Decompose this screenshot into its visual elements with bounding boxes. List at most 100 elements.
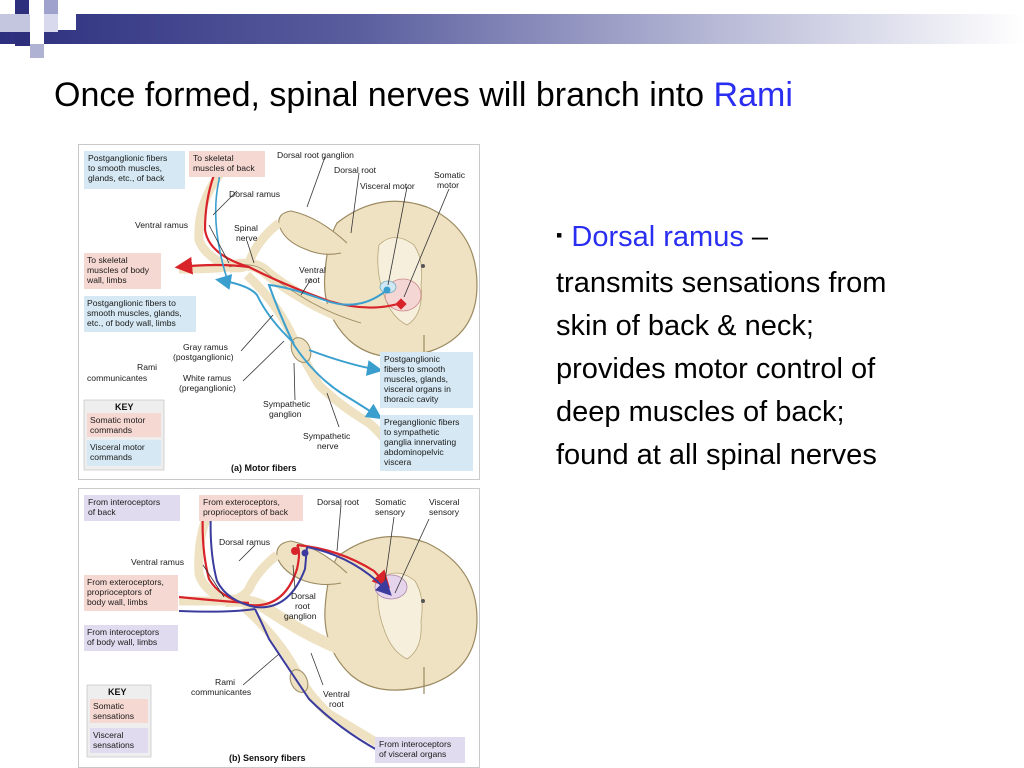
diagram-label: proprioceptors of back: [203, 507, 289, 517]
header-square-decoration: [15, 0, 29, 14]
diagram-label: fibers to smooth: [384, 364, 445, 374]
diagram-label: From exteroceptors,: [203, 497, 280, 507]
diagram-label: etc., of body wall, limbs: [87, 318, 176, 328]
diagram-label: muscles of back: [193, 163, 255, 173]
diagram-label: thoracic cavity: [384, 394, 439, 404]
diagram-label: Visceral: [93, 730, 124, 740]
bullet-marker: ▪: [556, 225, 563, 245]
label-visceral-sensory: sensory: [429, 507, 460, 517]
diagram-label: From interoceptors: [379, 739, 451, 749]
label-rami-communicantes: communicantes: [191, 687, 251, 697]
title-accent-text: Rami: [713, 76, 793, 114]
label-ventral-root: root: [329, 699, 344, 709]
diagram-label: muscles, glands,: [384, 374, 448, 384]
label-ventral-root: Ventral: [323, 689, 350, 699]
diagram-label: Somatic: [93, 701, 125, 711]
box-interoceptors-visceral: From interoceptors of visceral organs: [375, 737, 465, 763]
label-gray-ramus: Gray ramus: [183, 342, 228, 352]
label-leader-lines: [202, 504, 430, 686]
header-square-decoration: [15, 32, 30, 46]
title-main-text: Once formed, spinal nerves will branch i…: [54, 76, 705, 114]
label-ventral-root: root: [305, 275, 320, 285]
label-dorsal-root: Dorsal root: [334, 165, 377, 175]
header-square-decoration: [0, 14, 30, 32]
diagram-label: From interoceptors: [88, 497, 160, 507]
label-white-ramus: White ramus: [183, 373, 231, 383]
label-somatic-sensory: Somatic: [375, 497, 407, 507]
label-gray-ramus: (postganglionic): [173, 352, 234, 362]
label-sympathetic-ganglion: Sympathetic: [263, 399, 311, 409]
diagram-label: wall, limbs: [86, 275, 127, 285]
visceral-sensory-fibers: [178, 508, 392, 752]
motor-fibers-caption: (a) Motor fibers: [231, 463, 297, 473]
bullet-line: found at all spinal nerves: [556, 439, 877, 471]
bullet-line: deep muscles of back;: [556, 396, 845, 428]
box-postganglionic-thoracic: Postganglionic fibers to smooth muscles,…: [380, 352, 473, 408]
header-square-decoration: [58, 14, 76, 30]
label-sympathetic-nerve: Sympathetic: [303, 431, 351, 441]
bullet-line: transmits sensations from: [556, 267, 887, 299]
diagram-label: proprioceptors of: [87, 587, 152, 597]
header-square-decoration: [30, 44, 44, 58]
header-square-decoration: [30, 14, 44, 44]
box-exteroceptors-back: From exteroceptors, proprioceptors of ba…: [199, 495, 303, 521]
motor-fibers-svg: Postganglionic fibers to smooth muscles,…: [83, 150, 478, 473]
label-sympathetic-ganglion: ganglion: [269, 409, 302, 419]
diagram-label: KEY: [115, 402, 134, 412]
diagram-label: glands, etc., of back: [88, 173, 165, 183]
bullet-line: skin of back & neck;: [556, 310, 814, 342]
diagram-label: of visceral organs: [379, 749, 446, 759]
label-somatic-sensory: sensory: [375, 507, 406, 517]
diagram-label: KEY: [108, 687, 127, 697]
diagram-label: sensations: [93, 711, 134, 721]
box-preganglionic-fibers: Preganglionic fibers to sympathetic gang…: [380, 415, 473, 471]
nerve-trunks: [179, 495, 382, 748]
label-rami-communicantes: communicantes: [87, 373, 147, 383]
label-dorsal-root-ganglion: root: [295, 601, 310, 611]
box-skeletal-muscles-body: To skeletal muscles of body wall, limbs: [84, 253, 161, 289]
bullet-first-line: ▪ Dorsal ramus –: [556, 216, 1018, 262]
diagram-label: to smooth muscles,: [88, 163, 162, 173]
box-exteroceptors-body: From exteroceptors, proprioceptors of bo…: [84, 575, 178, 611]
diagram-label: Preganglionic fibers: [384, 417, 459, 427]
label-spinal-nerve: nerve: [236, 233, 258, 243]
diagram-label: to sympathetic: [384, 427, 440, 437]
diagram-label: From exteroceptors,: [87, 577, 164, 587]
diagram-label: ganglia innervating: [384, 437, 456, 447]
diagram-label: Postganglionic fibers to: [87, 298, 176, 308]
diagram-label: Postganglionic: [384, 354, 441, 364]
diagram-label: From interoceptors: [87, 627, 159, 637]
diagram-label: To skeletal: [87, 255, 128, 265]
bullet-text-block: ▪ Dorsal ramus – transmits sensations fro…: [556, 216, 1018, 477]
label-dorsal-root-ganglion: Dorsal root ganglion: [277, 150, 354, 160]
label-leader-lines: [208, 156, 450, 428]
label-ventral-root: Ventral: [299, 265, 326, 275]
diagram-label: body wall, limbs: [87, 597, 148, 607]
label-dorsal-root-ganglion: Dorsal: [291, 591, 316, 601]
motor-key-legend: KEY Somatic motor commands Visceral moto…: [83, 399, 165, 471]
label-visceral-sensory: Visceral: [429, 497, 460, 507]
diagram-label: of back: [88, 507, 116, 517]
label-dorsal-root: Dorsal root: [317, 497, 360, 507]
bullet-dash: –: [743, 221, 769, 253]
sensory-fibers-svg: From interoceptors of back From exteroce…: [84, 495, 478, 763]
label-sympathetic-nerve: nerve: [317, 441, 339, 451]
label-white-ramus: (preganglionic): [179, 383, 236, 393]
diagram-label: Postganglionic fibers: [88, 153, 167, 163]
sensory-fibers-caption: (b) Sensory fibers: [229, 753, 306, 763]
sensory-fibers-diagram: From interoceptors of back From exteroce…: [78, 488, 480, 768]
bullet-term: Dorsal ramus: [571, 221, 744, 253]
diagram-label: smooth muscles, glands,: [87, 308, 182, 318]
label-dorsal-root-ganglion: ganglion: [284, 611, 317, 621]
label-dorsal-ramus: Dorsal ramus: [219, 537, 270, 547]
diagram-label: Visceral motor: [90, 442, 145, 452]
diagram-label: commands: [90, 425, 132, 435]
motor-fibers-diagram: Postganglionic fibers to smooth muscles,…: [78, 144, 480, 480]
header-square-decoration: [44, 14, 58, 32]
box-postganglionic-back: Postganglionic fibers to smooth muscles,…: [84, 151, 185, 189]
diagram-label: visceral organs in: [384, 384, 451, 394]
diagram-label: viscera: [384, 457, 411, 467]
diagram-label: Somatic motor: [90, 415, 146, 425]
header-square-decoration: [44, 0, 58, 14]
